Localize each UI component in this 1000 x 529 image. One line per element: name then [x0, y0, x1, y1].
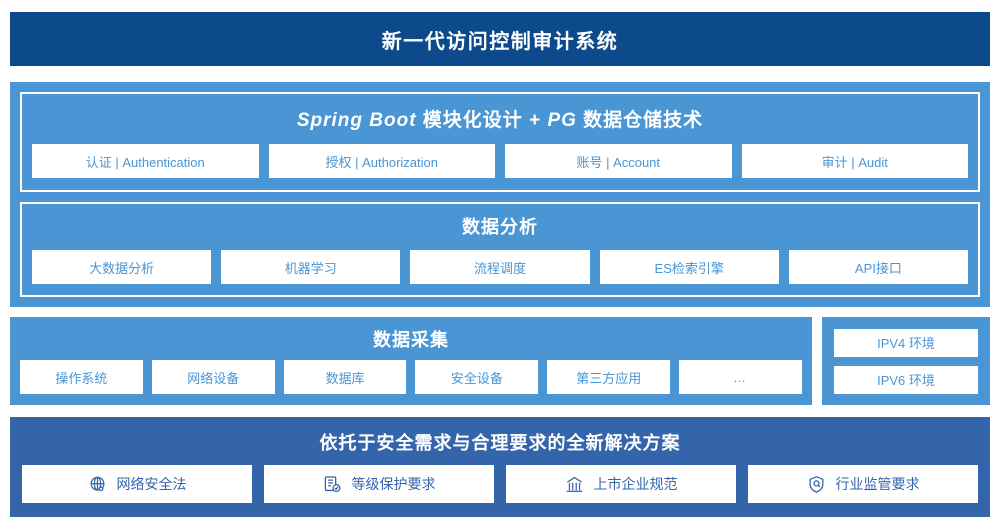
compliance-card-label: 网络安全法	[116, 476, 187, 492]
analysis-card-es-search-engine[interactable]: ES检索引擎	[599, 250, 779, 284]
architecture-panel: Spring Boot 模块化设计 + PG 数据仓储技术 认证 | Authe…	[10, 82, 990, 307]
module-card-audit[interactable]: 审计 | Audit	[741, 144, 968, 178]
data-collection-panel: 数据采集 操作系统 网络设备 数据库 安全设备 第三方应用 …	[10, 317, 812, 405]
collection-card-security-device[interactable]: 安全设备	[415, 360, 539, 394]
compliance-panel: 依托于安全需求与合理要求的全新解决方案 网络安全法	[10, 417, 990, 517]
analysis-card-machine-learning[interactable]: 机器学习	[221, 250, 401, 284]
compliance-card-label: 行业监管要求	[835, 476, 920, 492]
page-title: 新一代访问控制审计系统	[381, 30, 619, 53]
data-collection-title: 数据采集	[373, 330, 449, 350]
analysis-card-api[interactable]: API接口	[788, 250, 969, 284]
module-card-account[interactable]: 账号 | Account	[505, 144, 732, 178]
collection-card-database[interactable]: 数据库	[283, 360, 407, 394]
environment-card-ipv4[interactable]: IPV4 环境	[834, 328, 978, 357]
data-analysis-title: 数据分析	[462, 217, 538, 237]
compliance-card-label: 等级保护要求	[351, 476, 436, 492]
compliance-card-row: 网络安全法 等级保护要求	[22, 465, 978, 503]
collection-card-operating-system[interactable]: 操作系统	[20, 360, 143, 394]
springboot-title-cjk-1: 模块化设计 +	[416, 110, 548, 131]
springboot-card-row: 认证 | Authentication 授权 | Authorization 账…	[32, 144, 968, 178]
springboot-section: Spring Boot 模块化设计 + PG 数据仓储技术 认证 | Authe…	[20, 92, 980, 192]
analysis-card-process-scheduling[interactable]: 流程调度	[410, 250, 590, 284]
document-check-icon	[323, 474, 343, 494]
module-card-authentication[interactable]: 认证 | Authentication	[32, 144, 259, 178]
globe-icon	[88, 474, 108, 494]
data-analysis-section: 数据分析 大数据分析 机器学习 流程调度 ES检索引擎 API接口	[20, 202, 980, 297]
environment-panel: IPV4 环境 IPV6 环境	[822, 317, 990, 405]
springboot-title-latin-1: Spring Boot	[296, 110, 417, 131]
compliance-card-cybersecurity-law[interactable]: 网络安全法	[22, 465, 252, 503]
compliance-card-classified-protection[interactable]: 等级保护要求	[264, 465, 494, 503]
compliance-title: 依托于安全需求与合理要求的全新解决方案	[319, 433, 681, 453]
springboot-title-cjk-2: 数据仓储技术	[576, 110, 704, 131]
environment-card-ipv6[interactable]: IPV6 环境	[834, 365, 978, 394]
module-card-authorization[interactable]: 授权 | Authorization	[268, 144, 495, 178]
compliance-card-industry-regulation[interactable]: 行业监管要求	[748, 465, 978, 503]
collection-card-third-party-app[interactable]: 第三方应用	[547, 360, 671, 394]
shield-search-icon	[807, 474, 827, 494]
collection-card-network-device[interactable]: 网络设备	[151, 360, 275, 394]
springboot-section-title: Spring Boot 模块化设计 + PG 数据仓储技术	[22, 105, 978, 132]
compliance-card-listed-enterprise[interactable]: 上市企业规范	[506, 465, 736, 503]
data-collection-card-row: 操作系统 网络设备 数据库 安全设备 第三方应用 …	[20, 360, 802, 394]
analysis-card-bigdata[interactable]: 大数据分析	[32, 250, 212, 284]
bank-icon	[565, 474, 585, 494]
data-analysis-card-row: 大数据分析 机器学习 流程调度 ES检索引擎 API接口	[32, 250, 969, 284]
springboot-title-latin-2: PG	[547, 110, 577, 131]
compliance-card-label: 上市企业规范	[593, 476, 678, 492]
page-header: 新一代访问控制审计系统	[10, 12, 990, 66]
collection-card-more[interactable]: …	[679, 360, 802, 394]
